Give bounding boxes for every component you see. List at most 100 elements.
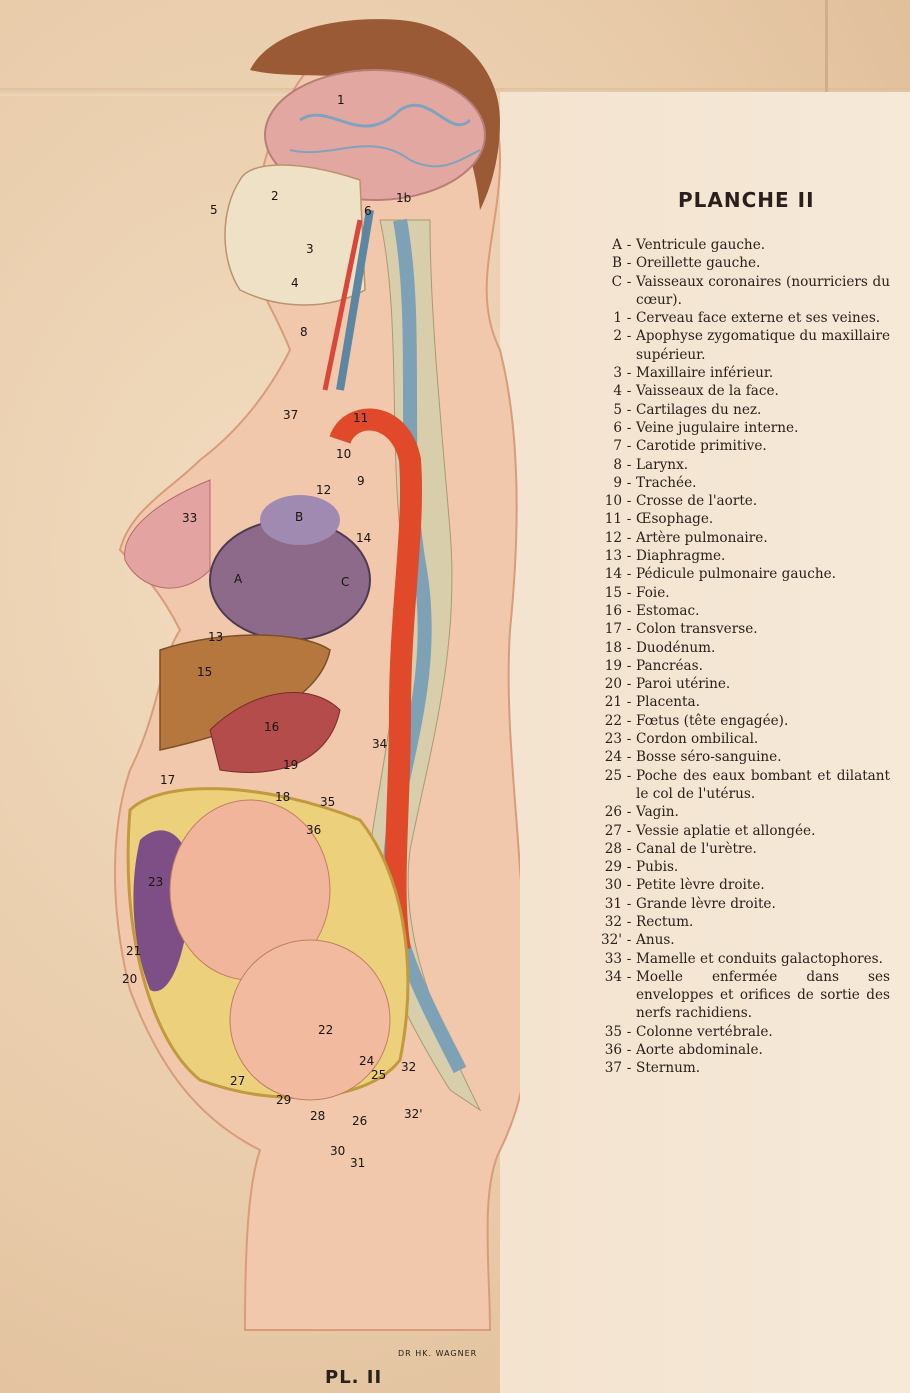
legend-key: 1: [613, 310, 622, 327]
neck-vessels: [336, 209, 374, 391]
legend-entry: 9-Trachée.: [600, 474, 890, 492]
fetus-head: [229, 939, 391, 1101]
legend-dash: -: [626, 657, 632, 674]
legend-key: 19: [604, 657, 622, 674]
legend-text: Pancréas.: [636, 657, 703, 674]
legend-key: 15: [604, 584, 622, 601]
plate-heading: PLANCHE II: [678, 188, 815, 212]
legend-dash: -: [626, 859, 632, 876]
legend-key: 35: [604, 1023, 622, 1040]
legend-text: Estomac.: [636, 602, 700, 619]
legend-text: Crosse de l'aorte.: [636, 493, 758, 510]
legend-dash: -: [626, 566, 632, 583]
legend-key: 18: [604, 639, 622, 656]
legend-key: 13: [604, 548, 622, 565]
figure-label: 33: [182, 511, 197, 525]
figure-label: 21: [126, 944, 141, 958]
figure-label: 16: [264, 720, 279, 734]
legend-text: Vaisseaux coronaires (nourriciers du cœu…: [636, 273, 890, 308]
legend-key: 16: [604, 602, 622, 619]
legend-text: Poche des eaux bombant et dilatant le co…: [636, 767, 890, 802]
breast: [124, 479, 211, 589]
figure-label: 8: [300, 325, 308, 339]
legend-text: Mamelle et conduits galactophores.: [636, 950, 883, 967]
legend-entry: 32'-Anus.: [600, 931, 890, 949]
legend-entry: 11-Œsophage.: [600, 510, 890, 528]
figure-label: 32': [404, 1107, 423, 1121]
legend-text: Moelle enfermée dans ses enveloppes et o…: [636, 968, 890, 1022]
legend-text: Cordon ombilical.: [636, 731, 759, 748]
legend-text: Rectum.: [636, 913, 694, 930]
legend-entry: 7-Carotide primitive.: [600, 437, 890, 455]
legend-entry: A-Ventricule gauche.: [600, 236, 890, 254]
legend-key: C: [611, 273, 622, 290]
legend-text: Œsophage.: [636, 511, 714, 528]
legend-dash: -: [626, 456, 632, 473]
legend-entry: 17-Colon transverse.: [600, 620, 890, 638]
legend-key: 9: [613, 474, 622, 491]
legend-entry: 12-Artère pulmonaire.: [600, 529, 890, 547]
figure-label: 10: [336, 447, 351, 461]
legend-text: Cartilages du nez.: [636, 401, 762, 418]
figure-label: B: [295, 510, 303, 524]
brain: [264, 69, 486, 201]
legend-key: 12: [604, 529, 622, 546]
legend-dash: -: [626, 749, 632, 766]
legend-entry: C-Vaisseaux coronaires (nourriciers du c…: [600, 273, 890, 310]
legend-key: 32': [600, 932, 622, 949]
legend-text: Pédicule pulmonaire gauche.: [636, 566, 836, 583]
figure-label: 34: [372, 737, 387, 751]
stomach: [209, 692, 341, 773]
figure-label: 29: [276, 1093, 291, 1107]
figure-label: 5: [210, 203, 218, 217]
legend-key: 27: [604, 822, 622, 839]
figure-label: 22: [318, 1023, 333, 1037]
legend-entry: 13-Diaphragme.: [600, 547, 890, 565]
figure-label: 27: [230, 1074, 245, 1088]
legend-key: 28: [604, 840, 622, 857]
figure-label: 3: [306, 242, 314, 256]
legend-key: 2: [613, 328, 622, 345]
legend-entry: 10-Crosse de l'aorte.: [600, 492, 890, 510]
figure-label: 13: [208, 630, 223, 644]
page-crease: [825, 0, 828, 92]
legend-dash: -: [626, 419, 632, 436]
legend-dash: -: [626, 438, 632, 455]
legend-entry: 25-Poche des eaux bombant et dilatant le…: [600, 767, 890, 804]
legend-text: Maxillaire inférieur.: [636, 365, 774, 382]
legend-dash: -: [626, 694, 632, 711]
legend-key: 32: [604, 913, 622, 930]
legend-text: Fœtus (tête engagée).: [636, 712, 789, 729]
legend-entry: 16-Estomac.: [600, 602, 890, 620]
figure-label: 18: [275, 790, 290, 804]
legend-text: Veine jugulaire interne.: [636, 419, 799, 436]
legend-dash: -: [626, 584, 632, 601]
author-credit: DR HK. WAGNER: [398, 1349, 478, 1358]
legend-entry: 31-Grande lèvre droite.: [600, 895, 890, 913]
figure-label: 6: [364, 204, 372, 218]
legend-dash: -: [626, 474, 632, 491]
legend-text: Canal de l'urètre.: [636, 840, 757, 857]
figure-label: 28: [310, 1109, 325, 1123]
legend-entry: 24-Bosse séro-sanguine.: [600, 748, 890, 766]
legend-key: A: [612, 237, 622, 253]
plate-number: PL. II: [325, 1367, 383, 1388]
legend-dash: -: [626, 365, 632, 382]
legend-text: Sternum.: [636, 1060, 701, 1077]
legend-key: 6: [613, 419, 622, 436]
legend-dash: -: [626, 932, 632, 949]
figure-label: 23: [148, 875, 163, 889]
figure-label: 12: [316, 483, 331, 497]
legend-text: Duodénum.: [636, 639, 716, 656]
figure-label: A: [234, 572, 243, 586]
legend-dash: -: [626, 1023, 632, 1040]
legend-list: A-Ventricule gauche.B-Oreillette gauche.…: [600, 236, 890, 1078]
legend-entry: 5-Cartilages du nez.: [600, 401, 890, 419]
legend-text: Larynx.: [636, 456, 689, 473]
legend-entry: 37-Sternum.: [600, 1059, 890, 1077]
legend-dash: -: [626, 712, 632, 729]
legend-text: Apophyse zygomatique du maxillaire supér…: [636, 328, 891, 363]
legend-text: Cerveau face externe et ses veines.: [636, 310, 881, 327]
legend-text: Aorte abdominale.: [636, 1042, 763, 1059]
